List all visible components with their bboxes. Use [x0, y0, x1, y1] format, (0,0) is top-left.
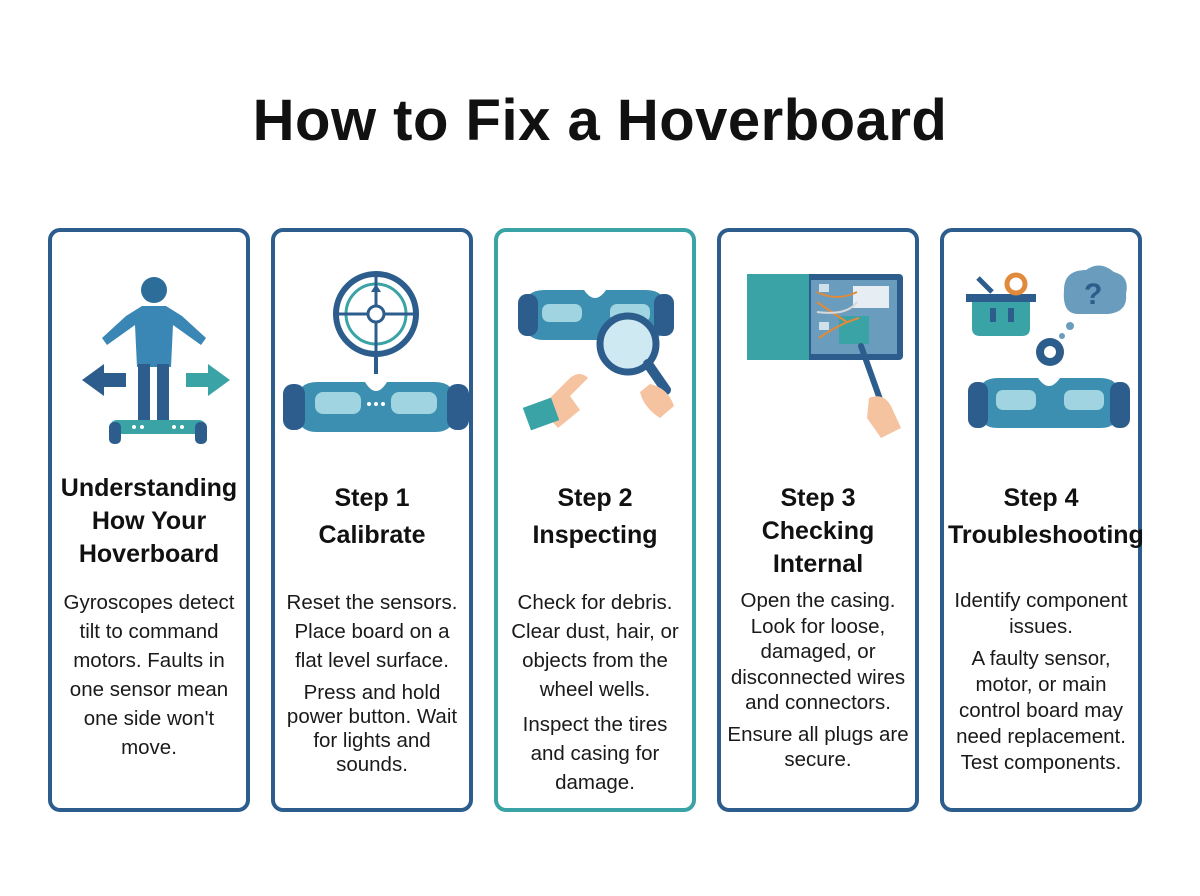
card-paragraph: Check for debris. Clear dust, hair, or o…	[511, 591, 679, 701]
card-heading: Understanding How Your Hoverboard	[60, 474, 238, 568]
card-heading: Step 3 Checking Internal	[761, 484, 875, 578]
page-title: How to Fix a Hoverboard	[252, 88, 948, 153]
card-paragraph: Reset the sensors. Place board on a flat…	[286, 591, 458, 672]
card-paragraph: Press and hold power button. Wait for li…	[286, 681, 458, 776]
card-paragraph: Gyroscopes detect tilt to command motors…	[63, 591, 235, 759]
card-step-3: Step 3 Checking Internal Open the casing…	[717, 228, 919, 812]
card-body: Gyroscopes detect tilt to command motors…	[58, 588, 240, 768]
card-step-2: Step 2 Inspecting Check for debris. Clea…	[494, 228, 696, 812]
card-paragraph: Identify component issues.	[954, 589, 1128, 638]
card-step-1: Step 1 Calibrate Reset the sensors. Plac…	[271, 228, 473, 812]
card-paragraph: A faulty sensor, motor, or main control …	[956, 647, 1126, 774]
toolbox-gear-question-icon: ?	[944, 252, 1138, 462]
card-body: Reset the sensors. Place board on a flat…	[281, 588, 463, 783]
svg-text:?: ?	[1084, 278, 1102, 311]
card-understanding: Understanding How Your Hoverboard Gyrosc…	[48, 228, 250, 812]
card-body: Open the casing. Look for loose, damaged…	[727, 588, 909, 779]
card-step-4: ? Step 4 Troubleshooting Identify compon…	[940, 228, 1144, 812]
calibrate-level-icon	[275, 252, 469, 462]
card-heading: Step 1 Calibrate	[318, 484, 426, 549]
card-paragraph: Open the casing. Look for loose, damaged…	[730, 589, 906, 714]
card-body: Check for debris. Clear dust, hair, or o…	[504, 588, 686, 803]
magnifier-inspect-icon	[498, 252, 692, 462]
card-paragraph: Ensure all plugs are secure.	[727, 722, 909, 772]
card-body: Identify component issues. A faulty sens…	[950, 588, 1132, 782]
card-heading: Step 4 Troubleshooting	[948, 484, 1144, 549]
card-paragraph: Inspect the tires and casing for damage.	[522, 713, 668, 794]
rider-balance-icon	[52, 252, 246, 462]
circuit-board-icon	[721, 252, 915, 462]
card-heading: Step 2 Inspecting	[532, 484, 658, 549]
